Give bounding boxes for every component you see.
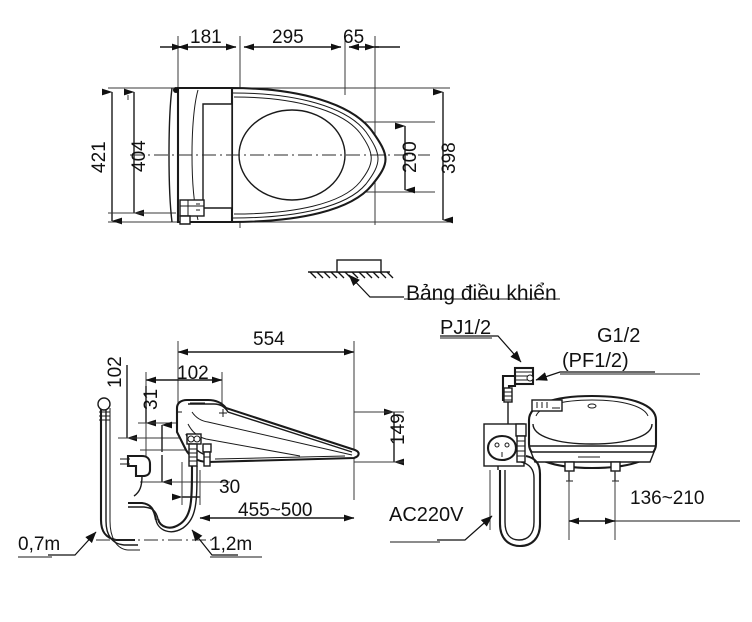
dim-label-136-210: 136~210 — [630, 488, 705, 509]
dim-label-554: 554 — [253, 329, 285, 350]
side-view-power-plug — [120, 454, 152, 497]
top-view-seat-outline — [130, 86, 430, 225]
control-panel-label: Bảng điều khiển — [406, 282, 557, 305]
dim-label-102-vertical: 102 — [105, 356, 126, 388]
top-view-right-dims — [395, 88, 453, 224]
side-view-fittings — [186, 433, 212, 467]
dim-label-455-500: 455~500 — [238, 500, 313, 521]
dim-label-295: 295 — [272, 27, 304, 48]
dim-label-404: 404 — [129, 140, 150, 172]
control-panel-wall-symbol — [308, 259, 560, 300]
dim-label-149: 149 — [388, 413, 409, 445]
thread-label-pf: (PF1/2) — [562, 350, 629, 372]
dim-label-65: 65 — [343, 27, 365, 48]
thread-label-g: G1/2 — [597, 325, 641, 347]
power-label-ac220v: AC220V — [389, 504, 464, 526]
dim-label-200: 200 — [400, 141, 421, 173]
side-view-dims — [118, 341, 404, 522]
side-view-cable-leaders — [18, 529, 262, 558]
dim-label-102-horizontal: 102 — [177, 363, 209, 384]
dim-label-31: 31 — [141, 388, 162, 410]
dim-label-421: 421 — [89, 141, 110, 173]
top-view-left-dims — [102, 88, 176, 225]
cable-label-water: 0,7m — [18, 534, 61, 555]
rear-view-valve — [501, 366, 535, 403]
dim-label-181: 181 — [190, 27, 222, 48]
rear-view-assembly — [390, 335, 740, 548]
dim-label-30: 30 — [219, 477, 241, 498]
side-view-seat-profile — [96, 397, 360, 551]
cable-label-power: 1,2m — [210, 534, 253, 555]
rear-view-socket — [486, 434, 518, 462]
dim-label-398: 398 — [439, 142, 460, 174]
thread-label-pj: PJ1/2 — [440, 317, 492, 339]
